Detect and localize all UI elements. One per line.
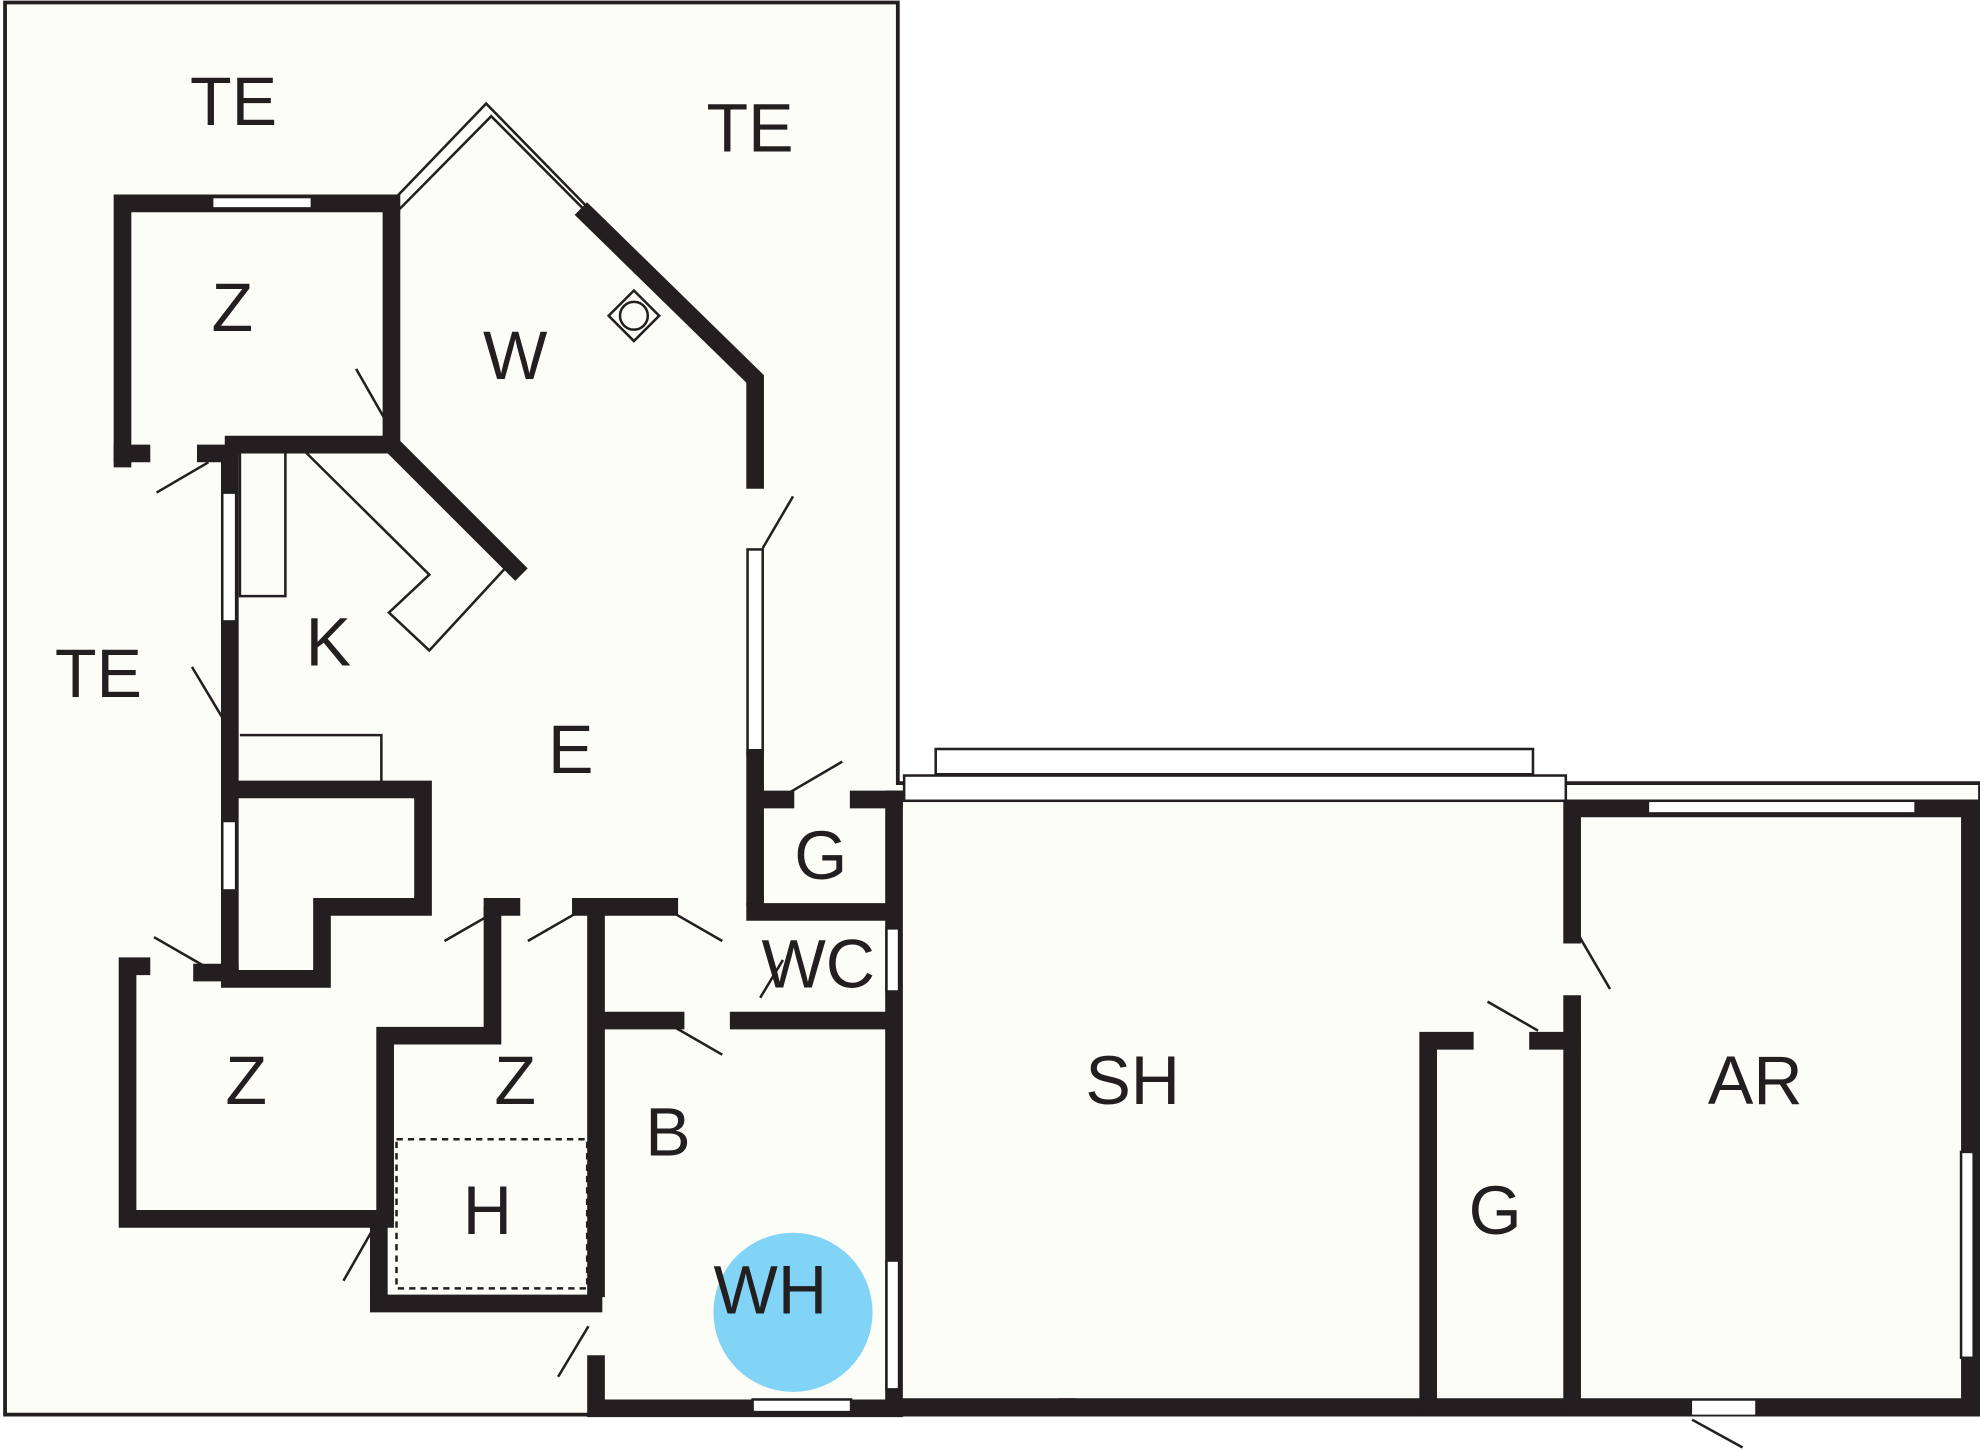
storage-area-h	[395, 1138, 589, 1290]
label-room-ar: AR	[1708, 1043, 1803, 1119]
label-terrace-2: TE	[707, 91, 794, 167]
label-room-g-1: G	[794, 818, 847, 894]
label-room-sh: SH	[1085, 1043, 1180, 1119]
kitchen-counters	[238, 450, 507, 786]
lot-boundary	[3, 0, 1980, 1417]
label-room-w: W	[483, 318, 548, 394]
house-walls	[113, 101, 903, 1418]
label-room-b: B	[645, 1095, 690, 1171]
stove-icon	[606, 288, 661, 343]
door-swings	[153, 368, 1744, 1449]
label-room-g-2: G	[1469, 1173, 1522, 1249]
label-terrace-3: TE	[55, 636, 142, 712]
label-terrace-1: TE	[190, 64, 277, 140]
label-room-z-1: Z	[212, 270, 254, 346]
canopy-inner	[934, 747, 1535, 776]
label-room-z-2: Z	[225, 1043, 267, 1119]
water-heater-icon	[713, 1232, 873, 1392]
label-room-e: E	[548, 712, 593, 788]
outbuilding-walls	[890, 799, 1979, 1416]
label-room-wc: WC	[761, 927, 875, 1003]
label-room-z-3: Z	[494, 1043, 536, 1119]
label-room-wh: WH	[713, 1253, 827, 1329]
canopy-outer	[902, 774, 1568, 803]
label-room-h: H	[463, 1173, 512, 1249]
label-room-k: K	[306, 605, 351, 681]
